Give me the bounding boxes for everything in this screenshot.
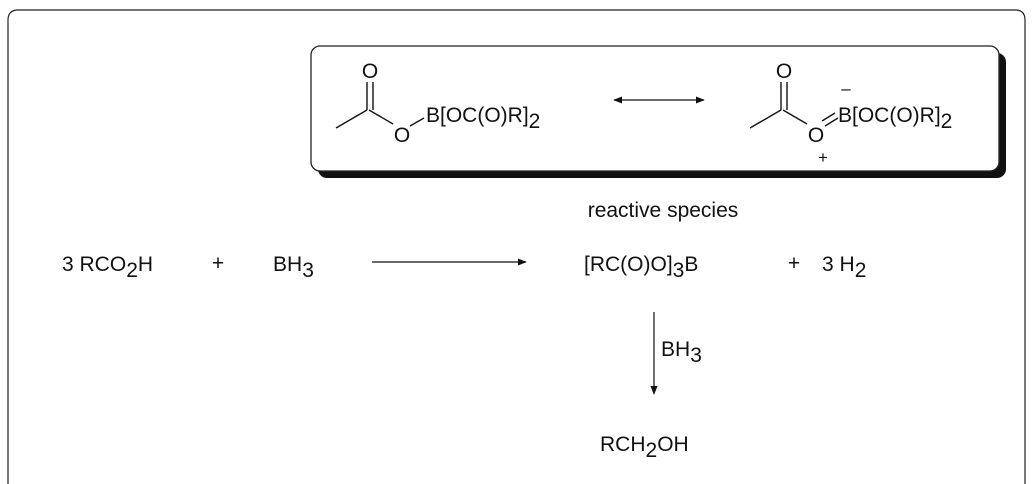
left-carbonyl-oxygen: O bbox=[362, 60, 378, 83]
right-ester-oxygen: O bbox=[808, 124, 824, 147]
positive-charge: + bbox=[818, 148, 828, 167]
plus-sign-1: + bbox=[212, 252, 224, 275]
plus-sign-2: + bbox=[788, 252, 800, 275]
left-ester-oxygen: O bbox=[394, 124, 410, 147]
right-carbonyl-oxygen: O bbox=[776, 60, 792, 83]
right-boron-group: B[OC(O)R]2 bbox=[838, 104, 952, 133]
product-hydrogen: 3 H2 bbox=[822, 253, 866, 282]
negative-charge: – bbox=[841, 79, 851, 98]
reactant-carboxylic-acid: 3 RCO2H bbox=[62, 253, 153, 282]
product-primary-alcohol: RCH2OH bbox=[600, 433, 689, 462]
resonance-box bbox=[310, 45, 1000, 172]
left-resonance-structure: O O B[OC(O)R]2 bbox=[335, 60, 540, 147]
reactant-borane: BH3 bbox=[273, 253, 314, 282]
second-step-reagent-borane: BH3 bbox=[661, 338, 702, 367]
reactive-species-caption: reactive species bbox=[588, 199, 739, 222]
left-boron-group: B[OC(O)R]2 bbox=[426, 104, 540, 133]
product-triacyloxyborane: [RC(O)O]3B bbox=[584, 253, 698, 282]
outer-frame bbox=[7, 9, 1026, 484]
right-resonance-structure: O O B[OC(O)R]2 – + bbox=[749, 60, 952, 167]
